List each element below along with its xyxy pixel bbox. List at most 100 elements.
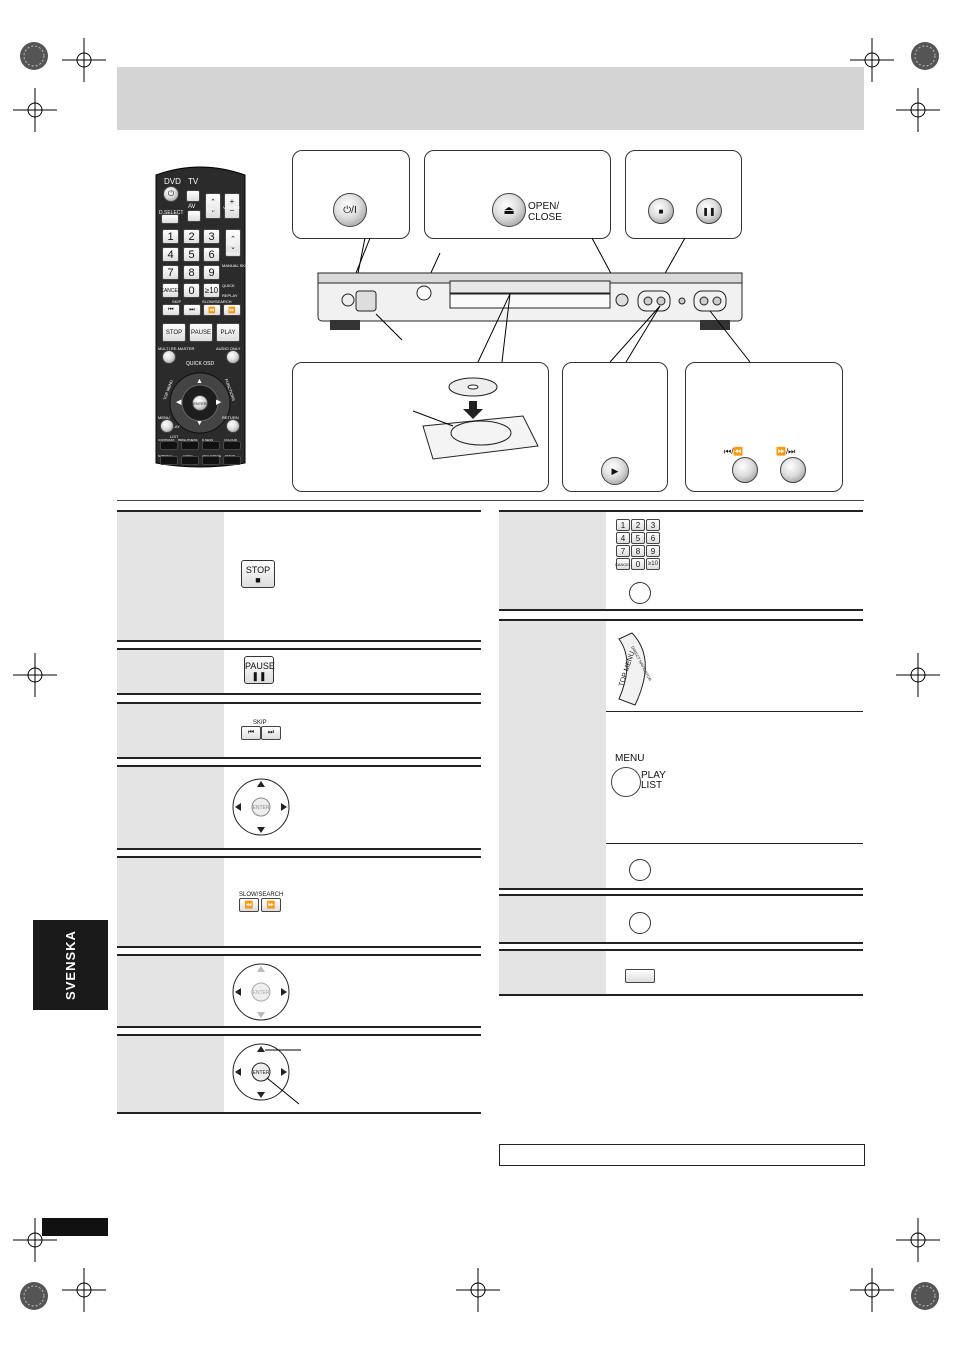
open-close-label: OPEN/ CLOSE (528, 201, 562, 223)
remote-digit-9[interactable]: 9 (203, 265, 220, 280)
remote-down-arrow-icon[interactable]: ▼ (196, 420, 203, 427)
pause-icon[interactable]: ❚❚ (696, 198, 722, 224)
section-select-enter: ENTER (117, 1034, 481, 1114)
remote-digit-10plus[interactable]: ≥10 (203, 283, 220, 298)
key-digit-4[interactable]: 4 (616, 532, 630, 544)
remote-digit-6[interactable]: 6 (203, 247, 220, 262)
remote-digit-7[interactable]: 7 (162, 265, 179, 280)
remote-stop-button[interactable]: STOP (162, 323, 186, 342)
round-key-button[interactable] (629, 912, 651, 934)
key-digit-10plus[interactable]: ≥10 (646, 558, 660, 570)
remote-left-arrow-icon[interactable]: ◀ (176, 399, 182, 406)
remote-rewind-button[interactable]: ⏪ (203, 304, 221, 316)
section-slow-search-label-cell (117, 858, 224, 946)
rect-key-button[interactable] (625, 969, 655, 983)
skip-forward-key[interactable]: ⏭ (261, 726, 281, 740)
remote-audio-only-button[interactable] (226, 350, 240, 364)
remote-angle-page-button[interactable] (202, 456, 220, 465)
eject-icon[interactable]: ⏏ (492, 193, 526, 227)
remote-skip-back-button[interactable]: ⏮ (162, 304, 180, 316)
section-select-enter-label-cell (117, 1036, 224, 1112)
key-digit-9[interactable]: 9 (646, 545, 660, 557)
key-digit-0[interactable]: 0 (631, 558, 645, 570)
stop-key-label: STOP (245, 565, 271, 575)
skip-back-button[interactable] (732, 457, 758, 483)
skip-back-key[interactable]: ⏮ (241, 726, 261, 740)
key-digit-6[interactable]: 6 (646, 532, 660, 544)
remote-volume-rocker[interactable]: +− (224, 193, 240, 219)
remote-digit-5[interactable]: 5 (183, 247, 200, 262)
key-digit-3[interactable]: 3 (646, 519, 660, 531)
remote-digit-4[interactable]: 4 (162, 247, 179, 262)
remote-multi-re-master-button[interactable] (162, 350, 176, 364)
top-menu-key-icon[interactable]: DIRECT NAVIGATOR TOP MENU (607, 629, 657, 709)
enter-round-button[interactable] (629, 582, 651, 604)
cursor-pad-enter-label: ENTER (253, 805, 270, 811)
key-cancel[interactable]: CANCEL (615, 558, 631, 570)
remote-brightness-button[interactable] (181, 441, 199, 450)
note-box (499, 1144, 865, 1166)
power-standby-icon[interactable]: ⏻/I (333, 193, 367, 227)
section-cursor-label-cell (117, 767, 224, 848)
section-stop-label-cell (117, 512, 224, 640)
remote-tv-power-button[interactable] (186, 190, 200, 202)
fast-forward-key[interactable]: ⏩ (261, 898, 281, 912)
registration-mark (62, 1268, 106, 1312)
remote-pause-button[interactable]: PAUSE (189, 323, 213, 342)
remote-fast-forward-button[interactable]: ⏩ (223, 304, 241, 316)
remote-subtitle-button[interactable] (160, 456, 178, 465)
rewind-key[interactable]: ⏪ (239, 898, 259, 912)
remote-up-arrow-icon[interactable]: ▲ (196, 378, 203, 385)
remote-right-arrow-icon[interactable]: ▶ (216, 399, 222, 406)
remote-enter-button[interactable]: ENTER (192, 395, 208, 411)
section-menus: DIRECT NAVIGATOR TOP MENU MENU PLAY LIST (499, 619, 863, 890)
dvd-player-front-panel (317, 237, 751, 363)
pause-key[interactable]: PAUSE❚❚ (244, 656, 275, 684)
remote-ch-rocker[interactable]: ⌃⌄ (205, 193, 221, 219)
crop-mark-shaded (20, 1282, 48, 1310)
remote-dselect-button[interactable] (161, 214, 179, 224)
remote-av-button[interactable] (187, 210, 201, 222)
remote-return-button[interactable] (226, 419, 240, 433)
remote-digit-1[interactable]: 1 (162, 229, 179, 244)
key-digit-7[interactable]: 7 (616, 545, 630, 557)
cursor-pad-enter-icon[interactable]: ENTER (231, 1042, 331, 1106)
cursor-pad-icon[interactable]: ENTER (231, 777, 291, 837)
section-number-keys-label-cell (499, 512, 606, 609)
remote-contrast-button[interactable] (160, 441, 178, 450)
registration-mark (13, 653, 57, 697)
remote-play-speed-rocker[interactable]: ⌃⌄ (225, 229, 241, 257)
section-skip: SKIP ⏮ ⏭ (117, 702, 481, 759)
cursor-pad-lr-icon[interactable]: ENTER (231, 962, 291, 1022)
remote-digit-8[interactable]: 8 (183, 265, 200, 280)
remote-colour-button[interactable] (223, 441, 241, 450)
return-round-button[interactable] (629, 859, 651, 881)
play-icon[interactable]: ▶ (601, 457, 629, 485)
remote-digit-3[interactable]: 3 (203, 229, 220, 244)
remote-cancel-button[interactable]: CANCEL (160, 283, 181, 298)
remote-audio-button[interactable] (181, 456, 199, 465)
remote-quick-osd-label: QUICK OSD (186, 361, 215, 367)
remote-play-speed-label: PLAY SPEED (226, 241, 240, 256)
menu-round-button[interactable] (611, 767, 641, 797)
stop-icon[interactable]: ■ (648, 198, 674, 224)
key-digit-1[interactable]: 1 (616, 519, 630, 531)
remote-skip-forward-button[interactable]: ⏭ (183, 304, 201, 316)
remote-dness-button[interactable] (202, 441, 220, 450)
remote-play-button[interactable]: PLAY (216, 323, 240, 342)
remote-setup-button[interactable] (223, 456, 241, 465)
remote-power-button[interactable]: ⏻ (163, 186, 179, 202)
remote-digit-2[interactable]: 2 (183, 229, 200, 244)
section-round-key-label-cell (499, 896, 606, 942)
key-digit-8[interactable]: 8 (631, 545, 645, 557)
key-digit-2[interactable]: 2 (631, 519, 645, 531)
registration-mark (62, 38, 106, 82)
section-skip-label-cell (117, 704, 224, 757)
key-digit-5[interactable]: 5 (631, 532, 645, 544)
remote-quick-replay-label: QUICK REPLAY (222, 283, 238, 298)
remote-menu-button[interactable] (160, 419, 174, 433)
section-round-key (499, 894, 863, 944)
remote-digit-0[interactable]: 0 (183, 283, 200, 298)
stop-key[interactable]: STOP■ (241, 560, 275, 588)
skip-forward-button[interactable] (780, 457, 806, 483)
